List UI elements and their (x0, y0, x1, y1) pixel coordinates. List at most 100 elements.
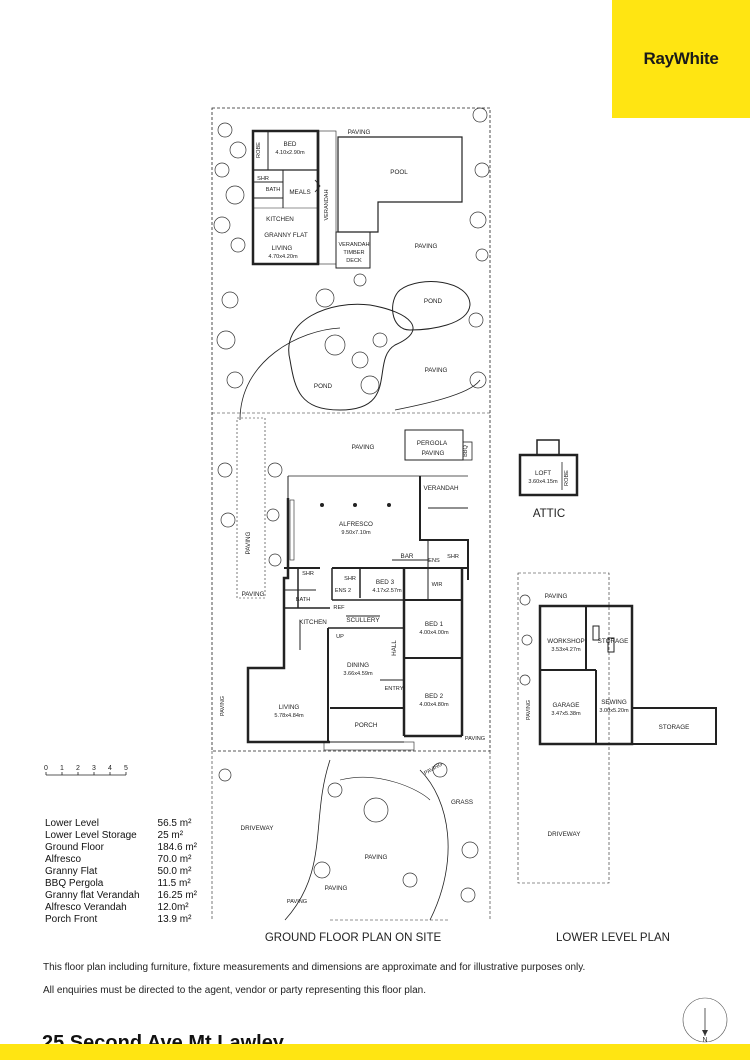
main-house-walls (246, 475, 469, 751)
area-name: Lower Level Storage (45, 830, 137, 841)
label-shr-main: SHR (302, 571, 314, 577)
area-row: Ground Floor 184.6 m² (45, 842, 197, 854)
label-paving-side: PAVING (465, 736, 485, 742)
label-ens: ENS (428, 558, 440, 564)
label-driveway: DRIVEWAY (241, 825, 275, 832)
label-pool: POOL (390, 169, 408, 176)
label-kitchen-main: KITCHEN (299, 619, 327, 626)
attic-plan (518, 439, 579, 497)
label-sewing-dim: 3.00x5.20m (599, 708, 629, 714)
area-value: 12.0m² (157, 902, 189, 913)
label-timber: TIMBER (343, 250, 364, 256)
label-alfresco: ALFRESCO (339, 521, 373, 528)
lower-level-plan (517, 572, 717, 884)
label-living-granny-dim: 4.70x4.20m (268, 254, 298, 260)
label-robe-loft: ROBE (564, 470, 570, 486)
label-bed3-dim: 4.17x2.57m (372, 588, 402, 594)
scale-tick-4: 4 (108, 765, 112, 772)
label-bed-granny: BED (284, 141, 297, 148)
scale-tick-3: 3 (92, 765, 96, 772)
area-name: Granny flat Verandah (45, 890, 140, 901)
area-value: 11.5 m² (157, 878, 191, 889)
label-deck: DECK (346, 258, 362, 264)
pool-outline (337, 136, 463, 233)
label-living: LIVING (279, 704, 300, 711)
label-verandah: VERANDAH (424, 485, 459, 492)
label-porch: PORCH (355, 722, 378, 729)
area-value: 70.0 m² (157, 854, 192, 865)
label-kitchen-granny: KITCHEN (266, 216, 294, 223)
scale-tick-2: 2 (76, 765, 80, 772)
label-alfresco-dim: 9.50x7.10m (341, 530, 371, 536)
area-value: 16.25 m² (157, 890, 197, 901)
label-paving-garden-low: PAVING (325, 885, 348, 892)
label-dining-dim: 3.66x4.59m (343, 671, 373, 677)
area-name: Alfresco (45, 854, 82, 865)
area-row: Alfresco Verandah 12.0m² (45, 902, 197, 914)
label-paving-mid: PAVING (425, 367, 448, 374)
compass-letter: N (702, 1037, 707, 1044)
label-shr-ens2: SHR (344, 576, 356, 582)
label-bed1-dim: 4.00x4.00m (419, 630, 449, 636)
brand-footer-bar (0, 1044, 750, 1060)
label-storage-upper: STORAGE (598, 638, 629, 645)
label-up: UP (336, 634, 344, 640)
label-garage: GARAGE (553, 702, 580, 709)
label-bed3: BED 3 (376, 579, 395, 586)
label-ens2: ENS 2 (335, 588, 351, 594)
label-paving-corner: PAVING (287, 899, 307, 905)
front-garden-path (284, 759, 331, 921)
label-bar: BAR (401, 553, 414, 560)
pond-lower (288, 303, 414, 411)
label-entry: ENTRY (385, 686, 404, 692)
raywhite-logo: RayWhite (612, 0, 750, 118)
label-shr-granny: SHR (257, 176, 269, 182)
ground-floor-title: GROUND FLOOR PLAN ON SITE (265, 932, 442, 944)
label-bed2: BED 2 (425, 693, 444, 700)
area-value: 184.6 m² (157, 842, 197, 853)
label-granny-flat: GRANNY FLAT (264, 232, 308, 239)
lower-level-title: LOWER LEVEL PLAN (556, 932, 670, 944)
site-boundary (211, 107, 491, 752)
label-garage-dim: 3.47x5.38m (551, 711, 581, 717)
area-row: Granny flat Verandah 16.25 m² (45, 890, 197, 902)
disclaimer-line-2: All enquiries must be directed to the ag… (43, 985, 426, 996)
label-wir: WIR (432, 582, 443, 588)
area-name: Ground Floor (45, 842, 104, 853)
label-workshop: WORKSHOP (547, 638, 584, 645)
label-pond-upper: POND (424, 298, 443, 305)
label-ref: REF (333, 605, 345, 611)
label-shr-ens: SHR (447, 554, 459, 560)
brand-name: RayWhite (643, 49, 719, 68)
label-paving-pool: PAVING (415, 243, 438, 250)
label-paving-west: PAVING (242, 591, 265, 598)
label-bbq: BBQ (463, 444, 469, 456)
label-paving-garden: PAVING (365, 854, 388, 861)
label-paving-front-west: PAVING (220, 696, 226, 716)
label-grass: GRASS (451, 799, 473, 806)
label-bed1: BED 1 (425, 621, 444, 628)
scale-tick-1: 1 (60, 765, 64, 772)
area-name: Alfresco Verandah (45, 902, 127, 913)
label-bath-granny: BATH (266, 187, 281, 193)
label-paving-top: PAVING (348, 129, 371, 136)
label-living-granny: LIVING (272, 245, 293, 252)
label-paving-lower-side: PAVING (526, 700, 532, 720)
label-paving-front-east: PAVING (423, 761, 444, 776)
label-loft: LOFT (535, 470, 551, 477)
area-value: 13.9 m² (157, 914, 192, 925)
label-pergola-paving: PAVING (422, 450, 445, 457)
label-hall: HALL (391, 640, 398, 656)
scale-tick-5: 5 (124, 765, 128, 772)
label-paving-lawn: PAVING (352, 444, 375, 451)
attic-title: ATTIC (533, 508, 565, 520)
label-paving-strip: PAVING (245, 531, 252, 554)
scale-bar: 0 1 2 3 4 5 (44, 765, 128, 776)
pond-upper (392, 281, 471, 331)
